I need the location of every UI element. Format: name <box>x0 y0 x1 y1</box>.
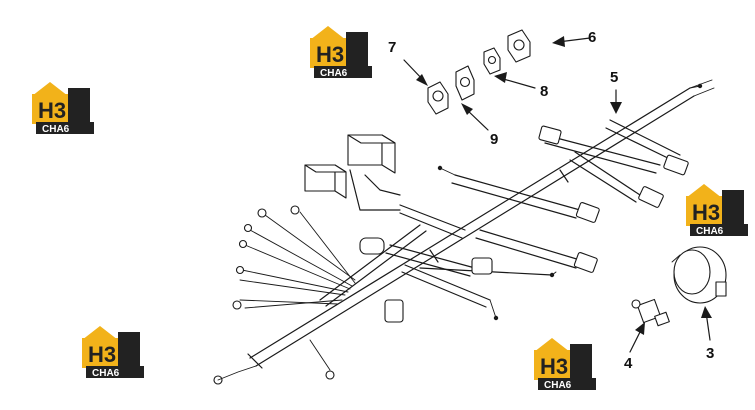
callout-5: 5 <box>610 69 618 86</box>
watermark-text-2: CHA6 <box>42 124 70 135</box>
watermark-mark-1: H3 <box>316 42 344 67</box>
callout-labels: 7 6 8 9 5 3 4 <box>388 29 714 372</box>
relay-blocks <box>304 134 396 199</box>
watermark-text-1: CHA6 <box>320 68 348 79</box>
callout-arrows <box>403 36 712 353</box>
callout-9: 9 <box>490 131 498 148</box>
ring-terminals <box>213 205 335 385</box>
watermark-logo-1: H3 CHA6 <box>310 26 372 79</box>
callout-8: 8 <box>540 83 548 100</box>
harness-branch-upper <box>544 119 681 203</box>
watermark-text-4: CHA6 <box>92 368 120 379</box>
watermark-mark-3: H3 <box>692 200 720 225</box>
callout-4: 4 <box>624 355 633 372</box>
watermark-logo-3: H3 CHA6 <box>686 184 748 237</box>
harness-branch-middle <box>385 174 581 308</box>
watermark-mark-2: H3 <box>38 98 66 123</box>
watermark-logo-2: H3 CHA6 <box>32 82 94 135</box>
pin-terminals <box>437 83 703 321</box>
callout-3: 3 <box>706 345 714 362</box>
temperature-switch <box>631 298 670 327</box>
harness-branch-relays <box>319 169 466 307</box>
callout-7: 7 <box>388 39 396 56</box>
clips-group <box>427 29 531 115</box>
watermark-logo-4: H3 CHA6 <box>82 326 144 379</box>
wire-fan-left <box>239 211 356 371</box>
watermark-text-3: CHA6 <box>696 226 724 237</box>
watermark-text-5: CHA6 <box>544 380 572 391</box>
connector-plugs <box>359 125 689 323</box>
watermark-mark-4: H3 <box>88 342 116 367</box>
pressure-sender <box>671 246 727 304</box>
watermark-mark-5: H3 <box>540 354 568 379</box>
callout-6: 6 <box>588 29 596 46</box>
watermark-logo-5: H3 CHA6 <box>534 338 596 391</box>
